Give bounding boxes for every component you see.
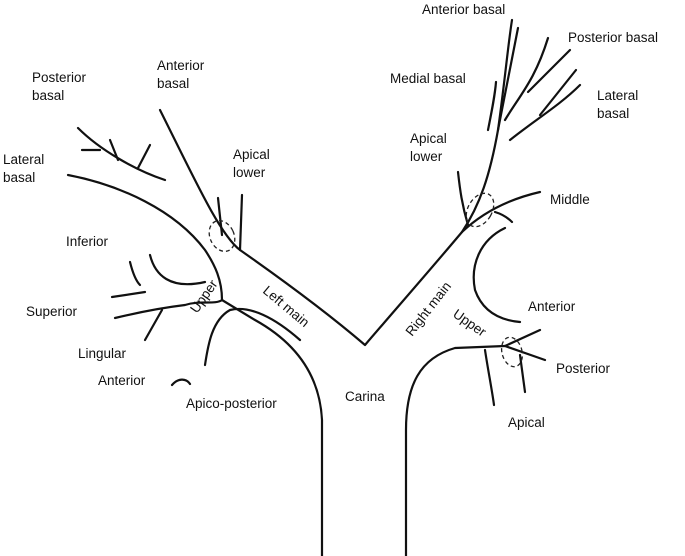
- left-inferior-twig: [128, 260, 142, 287]
- left-apical-lower-branch: [238, 193, 244, 252]
- right-main-label: Right main: [403, 279, 455, 339]
- right-posterior-basal-branch: [503, 36, 550, 122]
- left-anterior-twig: [170, 378, 192, 387]
- left-upper-lobe-outer: [203, 307, 302, 367]
- right-apical-lower-label: Apical lower: [410, 131, 451, 164]
- right-upper-anterior-branch: [503, 328, 542, 348]
- right-posterior-basal-twig: [526, 48, 572, 94]
- carina-label: Carina: [345, 389, 385, 404]
- left-superior-label: Superior: [26, 304, 78, 319]
- left-main-label: Left main: [260, 283, 312, 330]
- right-apical-lower-marker: [465, 192, 495, 228]
- left-superior-twig: [110, 290, 147, 299]
- right-lateral-basal-label: Lateral basal: [597, 88, 642, 121]
- left-inferior-label: Inferior: [66, 234, 109, 249]
- right-medial-basal-label: Medial basal: [390, 71, 466, 86]
- left-posterior-basal-label-line-1: Posterior: [32, 70, 87, 85]
- left-apical-lower-twig: [216, 196, 224, 237]
- right-anterior-basal-label: Anterior basal: [422, 2, 505, 17]
- right-lateral-basal-branch: [508, 83, 582, 142]
- left-lingular-branch: [113, 298, 224, 320]
- left-apical-lower-marker: [208, 219, 236, 253]
- left-anterior-basal-label-line-2: basal: [157, 76, 189, 91]
- right-middle-label: Middle: [550, 192, 590, 207]
- right-medial-basal-branch: [486, 80, 498, 132]
- right-apical-lower-label-line-2: lower: [410, 149, 443, 164]
- right-apical-lower-label-line-1: Apical: [410, 131, 447, 146]
- right-upper-lobe-marker: [500, 336, 524, 368]
- left-posterior-basal-twig-2: [108, 138, 120, 162]
- left-apical-lower-label: Apical lower: [233, 147, 274, 180]
- right-upper-apical-twig: [518, 353, 527, 394]
- right-lateral-basal-twig: [538, 68, 578, 117]
- left-anterior-basal-label: Anterior basal: [157, 58, 208, 91]
- trachea-left-wall: [220, 298, 324, 556]
- right-lateral-basal-label-line-2: basal: [597, 106, 629, 121]
- left-lateral-basal-label-line-2: basal: [3, 170, 35, 185]
- right-upper-label: Upper: [450, 306, 489, 340]
- left-upper-label: Upper: [187, 277, 221, 316]
- left-lateral-basal-branch: [66, 173, 224, 302]
- right-upper-posterior-branch: [503, 344, 547, 362]
- right-posterior-label: Posterior: [556, 361, 611, 376]
- left-anterior-label: Anterior: [98, 373, 146, 388]
- left-upper-inner-wall: [148, 253, 207, 286]
- left-posterior-basal-twig-3: [136, 143, 152, 170]
- right-anterior-label: Anterior: [528, 299, 576, 314]
- left-lateral-basal-label-line-1: Lateral: [3, 152, 44, 167]
- left-lateral-basal-label: Lateral basal: [3, 152, 48, 185]
- trachea-right-wall: [404, 344, 507, 556]
- right-anterior-basal-branch: [496, 26, 520, 132]
- right-apical-lower-branch: [456, 170, 470, 227]
- right-apical-label: Apical: [508, 415, 545, 430]
- left-posterior-basal-label: Posterior basal: [32, 70, 90, 103]
- left-anterior-basal-label-line-1: Anterior: [157, 58, 205, 73]
- left-apical-lower-label-line-1: Apical: [233, 147, 270, 162]
- left-posterior-basal-branch: [76, 126, 167, 182]
- left-posterior-basal-label-line-2: basal: [32, 88, 64, 103]
- right-upper-apical-branch: [483, 348, 496, 407]
- right-lateral-basal-label-line-1: Lateral: [597, 88, 638, 103]
- left-lingular-label: Lingular: [78, 346, 127, 361]
- right-posterior-basal-label: Posterior basal: [568, 30, 658, 45]
- left-apical-lower-label-line-2: lower: [233, 165, 266, 180]
- left-apico-posterior-label: Apico-posterior: [186, 396, 277, 411]
- right-middle-lobe-branch: [460, 190, 542, 234]
- right-upper-lobe-wall: [472, 226, 522, 324]
- left-lingular-twig: [143, 308, 164, 342]
- right-middle-lobe-inner: [493, 210, 514, 224]
